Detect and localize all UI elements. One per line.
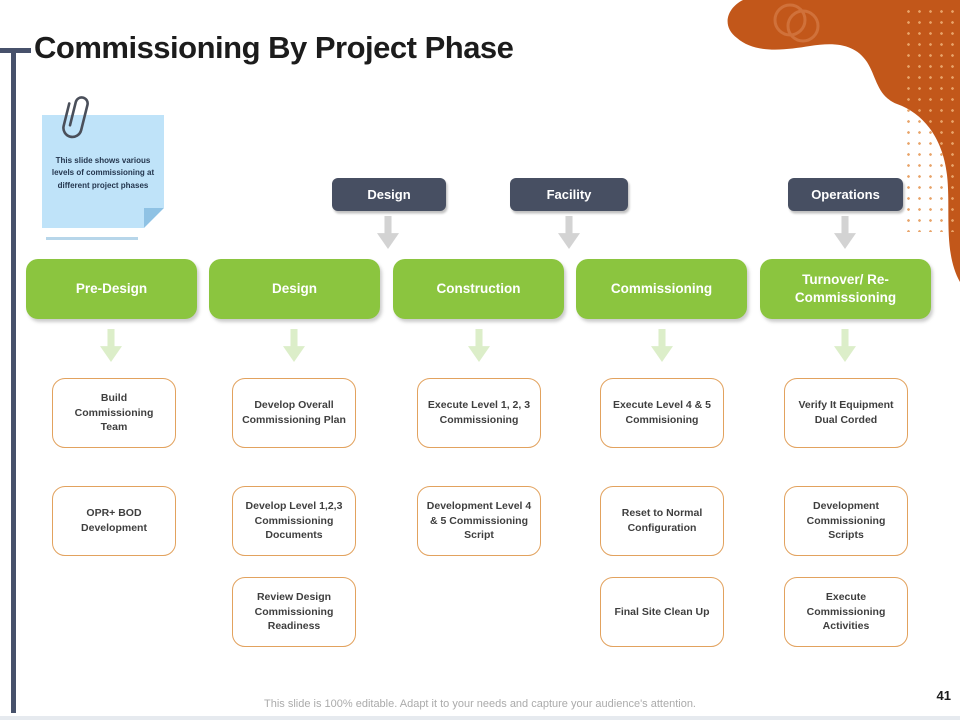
task-box: Development Level 4 & 5 Commissioning Sc… [417, 486, 541, 556]
phase-commissioning: Commissioning [576, 259, 747, 319]
stage-label-facility: Facility [510, 178, 628, 211]
task-box: Execute Level 4 & 5 Commisioning [600, 378, 724, 448]
down-arrow-icon [100, 329, 122, 362]
task-box: Build Commissioning Team [52, 378, 176, 448]
task-box: Development Commissioning Scripts [784, 486, 908, 556]
task-box: Execute Level 1, 2, 3 Commissioning [417, 378, 541, 448]
sticky-note-fold [144, 208, 164, 228]
task-box: Review Design Commissioning Readiness [232, 577, 356, 647]
down-arrow-icon [651, 329, 673, 362]
phase-construction: Construction [393, 259, 564, 319]
footer-note: This slide is 100% editable. Adapt it to… [264, 698, 696, 710]
bottom-edge-strip [0, 716, 960, 720]
sticky-note: This slide shows various levels of commi… [42, 115, 164, 228]
task-box: Final Site Clean Up [600, 577, 724, 647]
paperclip-icon [62, 96, 89, 139]
corner-blob-decoration [727, 0, 960, 282]
left-accent-line [11, 48, 16, 713]
page-number: 41 [936, 688, 951, 703]
task-box: Reset to Normal Configuration [600, 486, 724, 556]
task-box: OPR+ BOD Development [52, 486, 176, 556]
sticky-note-text: This slide shows various levels of commi… [51, 156, 155, 190]
task-box: Develop Overall Commissioning Plan [232, 378, 356, 448]
task-box: Execute Commissioning Activities [784, 577, 908, 647]
phase-pre-design: Pre-Design [26, 259, 197, 319]
down-arrow-icon [377, 216, 399, 249]
down-arrow-icon [834, 329, 856, 362]
down-arrow-icon [558, 216, 580, 249]
phase-design: Design [209, 259, 380, 319]
down-arrow-icon [283, 329, 305, 362]
page-title: Commissioning By Project Phase [34, 30, 514, 65]
stage-label-design: Design [332, 178, 446, 211]
stage-label-operations: Operations [788, 178, 903, 211]
task-box: Develop Level 1,2,3 Commissioning Docume… [232, 486, 356, 556]
dot-pattern-decoration [903, 6, 955, 232]
phase-turnover: Turnover/ Re-Commissioning [760, 259, 931, 319]
down-arrow-icon [468, 329, 490, 362]
sticky-note-shadow [46, 237, 138, 240]
task-box: Verify It Equipment Dual Corded [784, 378, 908, 448]
